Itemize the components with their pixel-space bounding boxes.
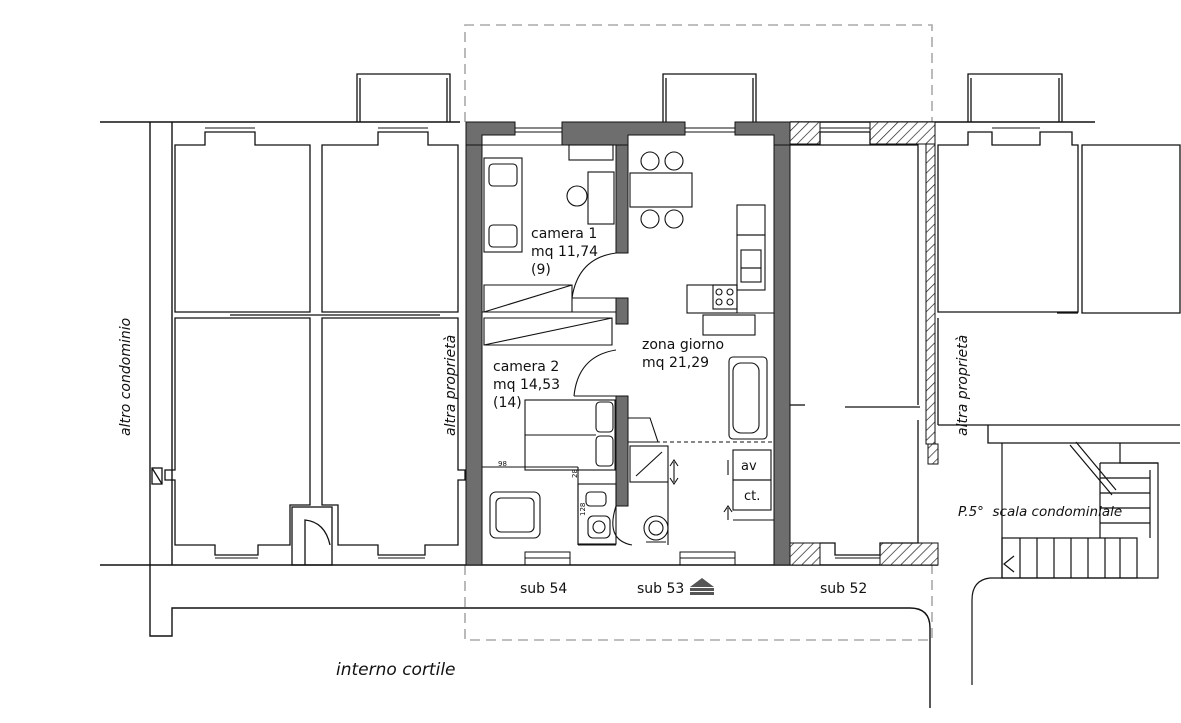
label-sub52: sub 52 [820,581,867,597]
camera1-note: (9) [531,262,551,278]
property-boundary-dashed [464,24,933,641]
zona-giorno-name: zona giorno [642,337,724,353]
camera2-furniture [482,311,617,545]
camera1-name: camera 1 [531,226,597,242]
label-altro-condominio: altro condominio [118,318,134,436]
zona-giorno-furniture [629,151,774,440]
label-scala: P.5° scala condominiale [958,504,1122,520]
label-av: av [741,459,757,474]
bathroom [577,417,774,546]
camera1-furniture [482,144,617,313]
label-altra-proprieta-left: altra proprietà [443,335,459,436]
hatched-walls [789,121,939,566]
camera2-note: (14) [493,395,522,411]
windows [205,122,1040,565]
dimension-128: 128 [579,503,587,516]
building-outline [100,121,1095,708]
camera1-area: mq 11,74 [531,244,598,260]
dimension-98: 98 [498,460,507,468]
entrance-arrow [690,578,714,595]
camera2-area: mq 14,53 [493,377,560,393]
label-sub53: sub 53 [637,581,684,597]
stair [971,441,1159,685]
label-altra-proprieta-right: altra proprietà [955,335,971,436]
apartment-walls [465,121,791,566]
dimension-28: 28 [571,469,579,478]
label-cortile: interno cortile [336,660,456,680]
right-units [790,131,1181,556]
label-sub54: sub 54 [520,581,567,597]
label-ct: ct. [744,489,760,504]
left-units [151,131,466,566]
zona-giorno-area: mq 21,29 [642,355,709,371]
balconies [356,73,1063,122]
camera2-name: camera 2 [493,359,559,375]
